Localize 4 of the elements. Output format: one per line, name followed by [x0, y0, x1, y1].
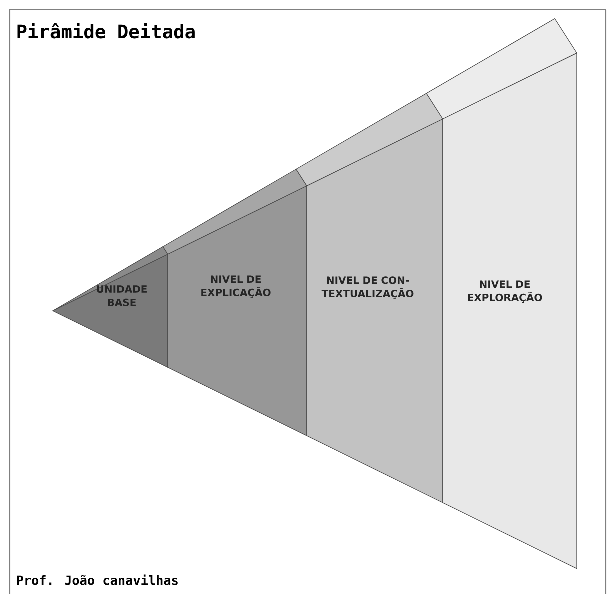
title: Pirâmide Deitada [18, 23, 195, 39]
pyramid-segment: NIVEL DE EXPLORAÇÃO [426, 18, 578, 570]
pyramid-segment: NIVEL DE EXPLICAÇÃO [162, 168, 308, 436]
author-credit: Prof. João canavilhas [17, 574, 178, 586]
